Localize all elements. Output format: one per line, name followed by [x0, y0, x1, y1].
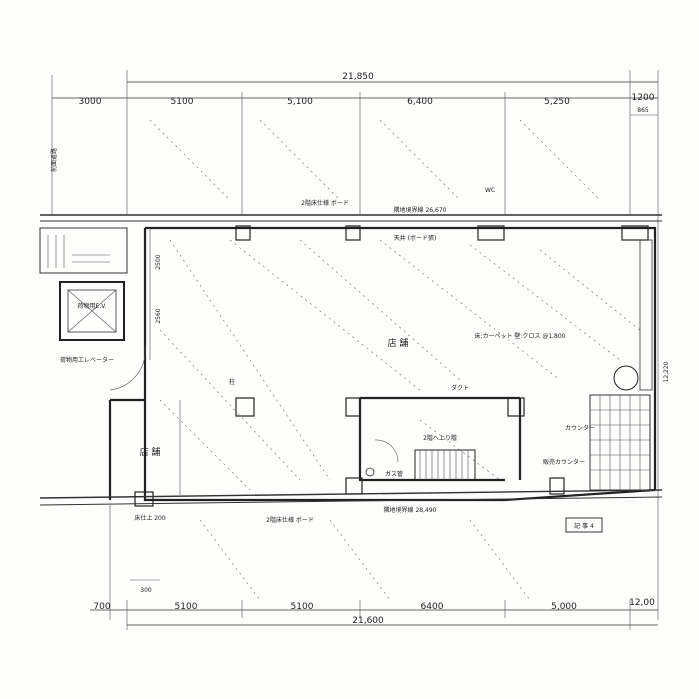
lower-left-store [108, 344, 181, 500]
north-side-label: 前面道路 [50, 148, 58, 172]
bottom-boundary-wall [39, 489, 663, 506]
top-dim-3: 5,100 [287, 97, 313, 107]
top-dim-6: 1200 [632, 93, 655, 103]
store-secondary-label: 店 舗 [140, 446, 161, 458]
upper-floor-bottom-label: 2階床仕様 ボード [266, 516, 314, 524]
top-total-dimension: 21,850 [342, 72, 374, 82]
duct-label: ダクト [451, 384, 469, 392]
top-boundary-wall [40, 214, 662, 222]
bottom-dim-2: 5100 [175, 602, 198, 612]
note-left-label: 荷物用エレベーター [60, 356, 114, 364]
small-label-a: WC [485, 187, 495, 194]
left-service-core [39, 227, 128, 341]
store-main-label: 店 舗 [388, 337, 409, 349]
bottom-small-dim: 300 [140, 587, 152, 594]
boundary-top-label: 隣地境界線 26,670 [394, 206, 447, 214]
small-label-b: 床仕上 200 [134, 514, 166, 522]
ceiling-board-label: 天井 (ボード張) [394, 234, 437, 242]
boundary-bottom-label: 隣地境界線 28,490 [384, 506, 437, 514]
right-vertical-dim: 12,220 [663, 361, 670, 382]
central-stair-block [358, 396, 522, 482]
top-dim-5: 5,250 [544, 97, 570, 107]
top-dim-2: 5100 [171, 97, 194, 107]
top-columns [134, 225, 649, 507]
bottom-dim-5: 5,000 [551, 602, 577, 612]
left-dim-a: 2500 [155, 254, 162, 269]
counter-label: カウンター [565, 424, 595, 432]
exterior-road-zone [149, 119, 601, 201]
top-dim-small: 865 [637, 107, 649, 114]
top-dim-4: 6,400 [407, 97, 433, 107]
bottom-dim-6: 12,00 [629, 598, 655, 608]
right-counter-area [589, 239, 653, 491]
carpet-spec-label: 床:カーペット 壁:クロス @1,800 [474, 332, 565, 340]
upper-floor-top-label: 2階床仕様 ボード [301, 199, 349, 207]
left-dim-b: 2560 [155, 308, 162, 323]
gas-label: ガス管 [385, 470, 403, 478]
lower-exterior-zone [109, 505, 531, 620]
legend-box [565, 517, 603, 533]
bottom-dim-3: 5100 [291, 602, 314, 612]
top-dim-1: 3000 [79, 97, 102, 107]
bottom-dimension-chain [90, 600, 658, 630]
column-note-label: 柱 [229, 378, 235, 386]
ev-label: 荷物用E.V. [78, 302, 107, 310]
bottom-dim-4: 6400 [421, 602, 444, 612]
store-hatch-lines [159, 239, 641, 491]
legend-label: 記 事 4 [574, 522, 594, 530]
top-dimension-chain [51, 70, 659, 620]
bottom-total-dimension: 21,600 [352, 616, 384, 626]
bottom-dim-1: 700 [93, 602, 110, 612]
sales-counter-label: 販売カウンター [543, 458, 585, 466]
stair-up-label: 2階へ上り階 [423, 434, 457, 442]
